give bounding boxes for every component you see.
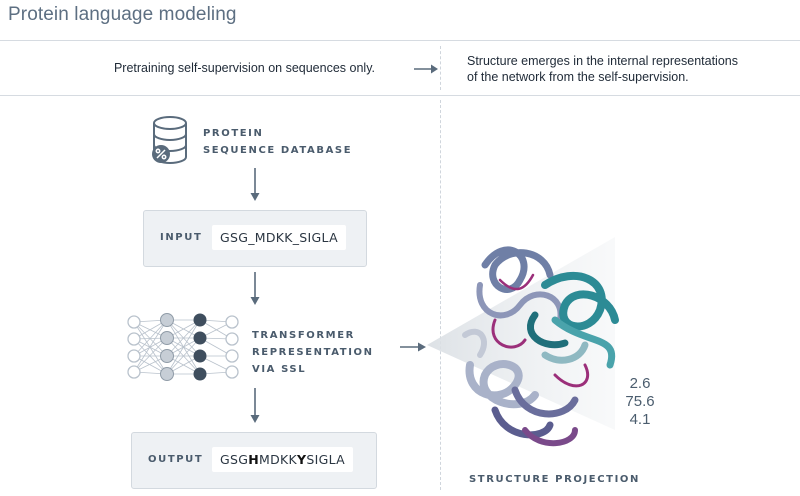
arrow-right-icon <box>400 342 426 352</box>
output-seq-part2: MDKK <box>258 452 297 467</box>
output-mutation-2: Y <box>297 452 307 467</box>
output-box: OUTPUT GSGHMDKKYSIGLA <box>131 432 377 489</box>
structure-projection-caption: STRUCTURE PROJECTION <box>469 474 640 485</box>
structure-text-line1: Structure emerges in the internal repres… <box>467 54 738 68</box>
structure-values: 2.6 75.6 4.1 <box>620 375 660 429</box>
output-mutation-1: H <box>248 452 259 467</box>
input-box: INPUT GSG_MDKK_SIGLA <box>143 210 367 267</box>
structure-value-3: 4.1 <box>629 411 651 428</box>
projection-cone <box>427 237 615 430</box>
transformer-label-line2: REPRESENTATION <box>252 347 374 358</box>
page-title: Protein language modeling <box>8 4 237 25</box>
structure-text-line2: of the network from the self-supervision… <box>467 70 689 84</box>
top-divider <box>0 40 800 41</box>
neural-network-icon <box>127 313 239 381</box>
pretraining-description: Pretraining self-supervision on sequence… <box>113 61 375 75</box>
output-seq-part3: SIGLA <box>306 452 345 467</box>
output-label: OUTPUT <box>148 454 204 465</box>
database-label-line2: SEQUENCE DATABASE <box>203 145 353 156</box>
header-column-divider <box>440 46 441 90</box>
input-sequence: GSG_MDKK_SIGLA <box>212 225 346 250</box>
transformer-label-line1: TRANSFORMER <box>252 330 355 341</box>
transformer-label: TRANSFORMER REPRESENTATION VIA SSL <box>252 327 374 378</box>
database-label-line1: PROTEIN <box>203 128 264 139</box>
arrow-down-icon <box>250 168 260 201</box>
arrow-down-icon <box>250 272 260 305</box>
input-label: INPUT <box>160 232 203 243</box>
header-divider <box>0 95 800 96</box>
output-seq-part1: GSG <box>220 452 249 467</box>
protein-structure-illustration <box>427 237 619 447</box>
structure-emergence-description: Structure emerges in the internal repres… <box>467 53 787 85</box>
header-arrow-icon <box>414 64 438 74</box>
transformer-label-line3: VIA SSL <box>252 364 307 375</box>
database-icon <box>152 116 187 164</box>
structure-value-2: 75.6 <box>625 393 655 410</box>
arrow-down-icon <box>250 388 260 423</box>
column-divider <box>440 100 441 490</box>
database-label: PROTEIN SEQUENCE DATABASE <box>203 125 352 159</box>
output-sequence: GSGHMDKKYSIGLA <box>212 447 353 472</box>
structure-value-1: 2.6 <box>629 375 651 392</box>
